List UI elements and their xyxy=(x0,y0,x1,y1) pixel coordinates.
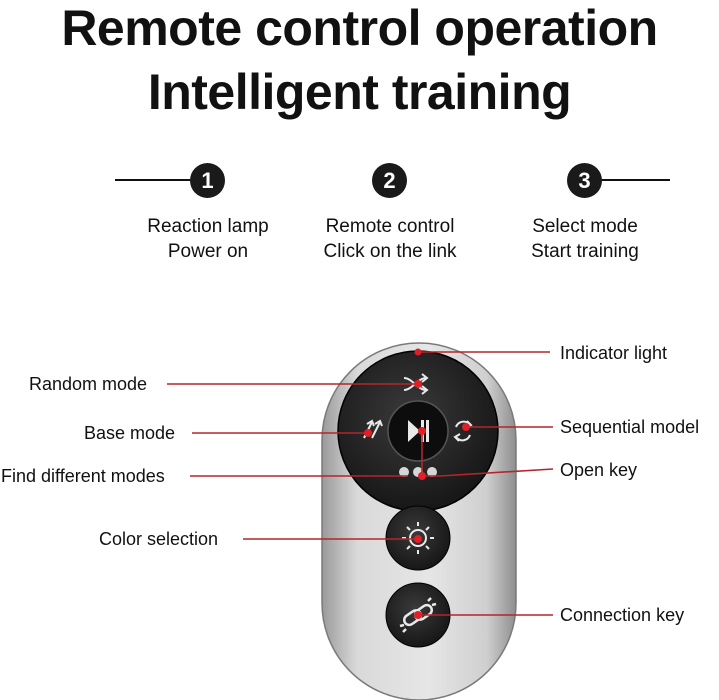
marker-sequential xyxy=(462,423,470,431)
marker-indicator xyxy=(414,348,422,356)
step-line-left xyxy=(115,179,193,181)
marker-color xyxy=(414,535,422,543)
sun-gear-icon xyxy=(402,522,434,554)
step-1-badge: 1 xyxy=(190,163,225,198)
shuffle-icon xyxy=(403,373,429,395)
label-open-key: Open key xyxy=(560,460,638,480)
step-2-line-2: Click on the link xyxy=(323,241,457,262)
marker-find xyxy=(418,472,426,480)
step-line-right xyxy=(590,179,670,181)
label-base-mode: Base mode xyxy=(84,423,176,443)
step-2-badge: 2 xyxy=(372,163,407,198)
step-2-text: Remote control Click on the link xyxy=(290,214,490,264)
step-2-line-1: Remote control xyxy=(325,216,455,237)
step-3-line-2: Start training xyxy=(531,241,639,262)
headline-line-1: Remote control operation xyxy=(61,0,658,56)
label-connection-key: Connection key xyxy=(560,605,685,625)
marker-open xyxy=(418,427,426,435)
label-color-selection: Color selection xyxy=(99,529,219,549)
leader-open-end xyxy=(439,468,554,477)
label-find-different-modes: Find different modes xyxy=(1,466,165,486)
marker-base xyxy=(364,429,372,437)
step-3-badge: 3 xyxy=(567,163,602,198)
mode-dot-1 xyxy=(399,467,409,477)
label-random-mode: Random mode xyxy=(29,374,148,394)
headline-line-2: Intelligent training xyxy=(147,64,572,120)
marker-connection xyxy=(414,611,422,619)
repeat-icon xyxy=(453,420,473,442)
step-1-text: Reaction lamp Power on xyxy=(108,214,308,264)
step-1-line-2: Power on xyxy=(167,241,249,262)
step-3-line-1: Select mode xyxy=(532,216,638,237)
step-3-text: Select mode Start training xyxy=(485,214,685,264)
label-indicator-light: Indicator light xyxy=(560,343,668,363)
mode-dot-3 xyxy=(427,467,437,477)
step-1-line-1: Reaction lamp xyxy=(147,216,269,237)
label-sequential-model: Sequential model xyxy=(560,417,700,437)
marker-random xyxy=(414,380,422,388)
